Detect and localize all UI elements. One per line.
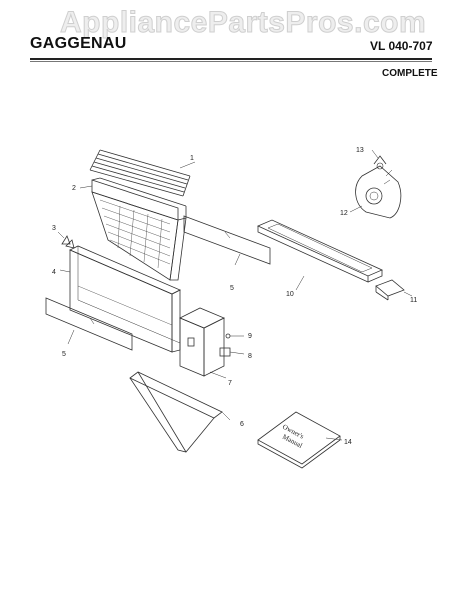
callout-13: 13 [356, 147, 364, 154]
part-14-owners-manual: Owner's Manual [257, 411, 343, 469]
part-7-bracket [179, 307, 227, 379]
callout-1: 1 [190, 155, 194, 162]
part-3-clips [57, 231, 75, 249]
header-rule [30, 58, 432, 60]
callout-11: 11 [410, 297, 417, 304]
part-5-panel-lower [45, 297, 133, 351]
part-4-housing-box [59, 245, 181, 353]
callout-8: 8 [248, 353, 252, 360]
callout-12: 12 [340, 210, 348, 217]
watermark: AppliancePartsPros.com [59, 6, 427, 40]
part-12-blower-motor [349, 165, 402, 219]
callout-5-lower: 5 [62, 351, 66, 358]
header-rule-thin [30, 61, 432, 62]
callout-7: 7 [228, 380, 232, 387]
callout-2: 2 [72, 185, 76, 192]
part-10-tray [257, 219, 383, 291]
brand-logo: GAGGENAU [30, 35, 127, 52]
section-label: COMPLETE [382, 68, 438, 79]
part-5-panel-upper [183, 215, 271, 266]
callout-5-upper: 5 [230, 285, 234, 292]
part-6-funnel [129, 371, 231, 453]
callout-9: 9 [248, 333, 252, 340]
callout-6: 6 [240, 421, 244, 428]
callout-14: 14 [344, 439, 352, 446]
model-number: VL 040-707 [370, 39, 433, 53]
part-9-screw [225, 333, 244, 339]
part-8-switch [219, 347, 245, 357]
part-2-hood-canopy [79, 177, 187, 281]
part-1-filter-strips [89, 149, 196, 197]
callout-4: 4 [52, 269, 56, 276]
callout-3: 3 [52, 225, 56, 232]
part-11-bracket [375, 279, 413, 301]
callout-10: 10 [286, 291, 294, 298]
part-13-capacitor [371, 149, 387, 170]
